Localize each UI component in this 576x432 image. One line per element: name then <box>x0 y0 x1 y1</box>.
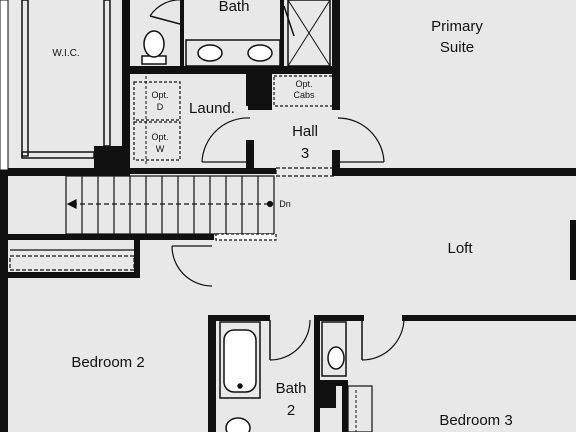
opt-washer-label-line1: Opt. <box>151 132 168 142</box>
wall-bedroom2-right <box>208 315 216 432</box>
wall-closet-right <box>134 240 140 278</box>
sink-bath2-icon <box>327 346 345 370</box>
opt-cabs-label-line1: Opt. <box>295 79 312 89</box>
wall-upper-horizontal-mid <box>128 168 276 174</box>
bath-label: Bath <box>219 0 250 15</box>
wic-shelf-right <box>103 0 111 147</box>
opt-dryer-box <box>133 81 181 121</box>
wall-bath-bottom <box>128 66 338 74</box>
hall-door-swing-right <box>337 117 385 163</box>
opt-cabs-box <box>273 75 337 107</box>
primary-suite-label-line1: Primary <box>431 18 483 35</box>
bath2 <box>219 317 405 432</box>
exterior-wall-left <box>0 0 8 432</box>
toilet-bowl-icon <box>143 30 165 58</box>
laundry-label: Laund. <box>189 100 235 117</box>
wall-bedroom3-top <box>402 315 576 321</box>
bath2-label-line1: Bath <box>276 380 307 397</box>
hall-doors <box>201 117 385 177</box>
wic-window <box>0 0 9 171</box>
wall-bath2-top-right <box>314 315 364 321</box>
opt-cabs-label-line2: Cabs <box>293 90 315 100</box>
bath-door-leaf <box>149 15 181 25</box>
stair-arrow-head-icon <box>66 199 77 209</box>
wall-primary-left-lower <box>332 150 340 176</box>
opt-dryer-label-line2: D <box>157 102 164 112</box>
wall-shower-left <box>280 0 284 70</box>
tub-drain-icon <box>237 383 243 389</box>
hall-opening <box>275 167 335 177</box>
wall-column-bath2 <box>314 380 336 408</box>
closet-bedroom3 <box>347 385 373 432</box>
stair-bounds <box>65 175 275 235</box>
loft-label: Loft <box>447 240 473 257</box>
shower-door <box>283 5 295 37</box>
wall-upper-horizontal-left <box>0 168 128 176</box>
wic-shelf-bottom <box>21 151 95 159</box>
bath2-door-swing <box>269 319 311 361</box>
wall-stair-bottom-left <box>0 234 214 240</box>
shower-diagonal-2 <box>287 0 331 67</box>
wall-column-laundry <box>248 74 272 110</box>
wall-column-wic <box>94 146 128 176</box>
exterior-wall-right-stub <box>570 220 576 280</box>
opt-washer-box <box>133 121 181 161</box>
wall-bath2-top-left <box>208 315 270 321</box>
closet-rod <box>9 255 135 271</box>
linen-door-swing <box>361 317 405 361</box>
sink-right-icon <box>247 44 273 62</box>
wall-bath2-right <box>314 315 320 432</box>
bath-upper <box>141 0 331 67</box>
bedroom2-door-swing <box>171 245 213 287</box>
stairs-down-label: Dn <box>279 199 291 209</box>
hall-door-swing-left <box>201 117 251 163</box>
opt-dryer-label-line1: Opt. <box>151 90 168 100</box>
bedroom2 <box>9 245 213 287</box>
bath-door-swing <box>149 0 184 17</box>
bathtub-inner <box>223 329 257 393</box>
stair-start-dot-icon <box>266 200 274 208</box>
stair-rail <box>215 233 277 241</box>
wall-wic-right <box>122 0 130 176</box>
wall-primary-left <box>332 0 340 110</box>
wall-bedroom3-left <box>342 380 348 432</box>
bedroom2-label: Bedroom 2 <box>71 354 144 371</box>
sink-left-icon <box>197 44 223 62</box>
hall-label-line1: Hall <box>292 123 318 140</box>
wall-bath-divider <box>180 0 184 70</box>
primary-suite-label-line2: Suite <box>440 39 474 56</box>
wall-hall-left-stub <box>246 140 254 170</box>
stairs <box>65 175 277 241</box>
wall-upper-horizontal-right <box>336 168 576 176</box>
wall-bedroom2-top <box>0 272 140 278</box>
laundry-room <box>133 75 337 164</box>
wic-label: W.I.C. <box>52 48 79 59</box>
toilet-bath2-icon <box>225 417 251 432</box>
bedroom3-label: Bedroom 3 <box>439 412 512 429</box>
bath2-label-line2: 2 <box>287 402 295 419</box>
wic-room <box>0 0 111 171</box>
hall-label-line2: 3 <box>301 145 309 162</box>
wic-shelf-left <box>21 0 29 157</box>
opt-washer-label-line2: W <box>156 144 165 154</box>
